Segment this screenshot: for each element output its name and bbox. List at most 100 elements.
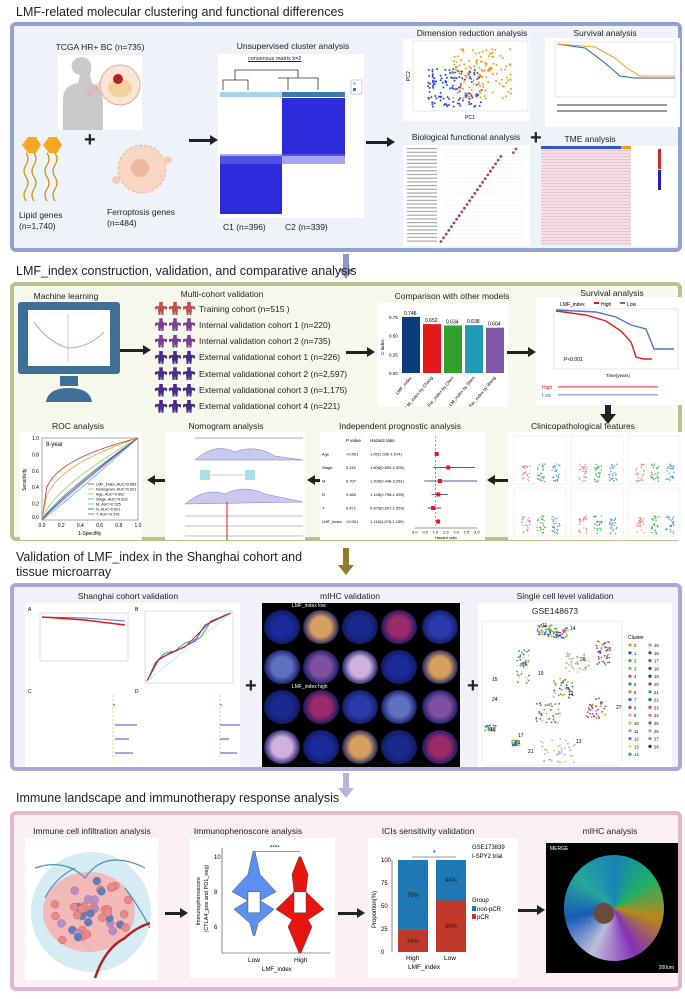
pca-point	[470, 80, 473, 83]
umap-point	[545, 721, 548, 724]
umap-point	[564, 687, 567, 690]
pca-point	[465, 76, 468, 79]
legend-label: 4	[634, 674, 637, 679]
umap-point	[549, 631, 552, 634]
pca-point	[467, 71, 470, 74]
umap-point	[582, 668, 584, 671]
umap-point	[591, 707, 594, 710]
umap-point	[553, 689, 556, 692]
umap-point	[557, 708, 560, 711]
umap-point	[553, 749, 556, 752]
umap-point	[483, 724, 486, 727]
y-tick-label: 25	[381, 927, 388, 933]
pca-point	[498, 82, 501, 85]
pca-point	[469, 97, 472, 100]
umap-point	[568, 693, 571, 696]
svg-text:D: D	[135, 689, 139, 695]
hazard-ratio-text: 1.128(0.798-1.595)	[370, 492, 405, 497]
umap-point	[541, 630, 544, 633]
pca-point	[448, 69, 451, 72]
umap-point	[537, 624, 540, 627]
umap-point	[599, 705, 602, 708]
pca-point	[474, 52, 477, 55]
umap-point	[536, 702, 538, 705]
enrichment-dot	[494, 162, 497, 166]
legend-label: Nomogram, AUC=0.821	[96, 488, 136, 492]
pca-point	[439, 74, 442, 77]
plus-icon: +	[84, 129, 96, 151]
umap-point	[592, 715, 595, 718]
legend-label: 14	[634, 752, 639, 757]
roc-curve	[41, 437, 139, 521]
umap-point	[493, 729, 496, 732]
bar-segment	[436, 860, 466, 901]
variable-label: T	[322, 506, 325, 511]
cohort-label: External validational cohort 4 (n=221)	[199, 401, 341, 412]
pca-point	[495, 79, 498, 82]
legend-swatch	[472, 914, 476, 919]
pca-point	[445, 83, 448, 86]
umap-point	[569, 690, 572, 693]
enrichment-dotplot	[403, 145, 530, 246]
legend-label: 20	[654, 682, 659, 687]
umap-point	[520, 670, 523, 673]
pca-point	[452, 72, 455, 75]
roc-curve	[41, 437, 139, 521]
umap-point	[526, 650, 528, 653]
umap-point	[597, 708, 600, 711]
umap-point	[604, 705, 607, 708]
legend-label: 25	[654, 721, 659, 726]
tma-core-image	[303, 730, 339, 764]
umap-point	[559, 712, 561, 715]
umap-point	[566, 635, 568, 638]
cohort-item: External validational cohort 4 (n=221)	[155, 399, 341, 413]
pca-point	[476, 78, 479, 81]
pca-point	[482, 85, 485, 88]
umap-point	[560, 761, 563, 764]
y-tick-label: 0.75	[389, 315, 398, 320]
umap-point	[552, 718, 555, 721]
umap-point	[568, 652, 571, 655]
legend-swatch	[472, 906, 476, 911]
pca-point	[470, 67, 473, 70]
umap-point	[571, 754, 574, 757]
box	[293, 891, 307, 913]
hr-marker	[437, 479, 442, 483]
umap-point	[557, 631, 560, 634]
umap-point	[547, 717, 549, 720]
umap-point	[511, 741, 514, 744]
people-icon	[155, 318, 195, 332]
gse-label: GSE148673	[531, 606, 579, 616]
legend-swatch	[628, 643, 632, 647]
arrow-right	[338, 908, 365, 918]
immunophenoscore-title: Immunophenoscore analysis	[193, 826, 303, 836]
cluster-c1-label: C1 (n=396)	[223, 222, 266, 232]
pca-point	[488, 69, 491, 72]
legend-label: 9	[634, 713, 637, 718]
umap-point	[511, 739, 514, 742]
pca-point	[475, 62, 478, 65]
pca-point	[469, 71, 472, 74]
roc-curve	[41, 437, 139, 521]
consensus-label: consensus matrix k=2	[248, 56, 302, 62]
umap-point	[599, 650, 602, 653]
plus-icon: +	[530, 127, 542, 149]
umap-point	[551, 630, 553, 633]
pca-point	[450, 76, 453, 79]
umap-point	[606, 661, 609, 664]
cluster-label: 15	[492, 677, 498, 683]
umap-point	[558, 687, 561, 690]
pca-point	[459, 104, 462, 107]
legend-label: 11	[634, 729, 639, 734]
pca-point	[444, 79, 447, 82]
umap-point	[519, 664, 522, 667]
pca-point	[446, 96, 449, 99]
umap-point	[590, 716, 593, 718]
legend-label: 13	[634, 744, 639, 749]
umap-point	[556, 713, 558, 716]
pca-point	[432, 85, 435, 88]
umap-point	[606, 655, 608, 658]
umap-point	[515, 740, 517, 743]
umap-point	[523, 649, 526, 651]
